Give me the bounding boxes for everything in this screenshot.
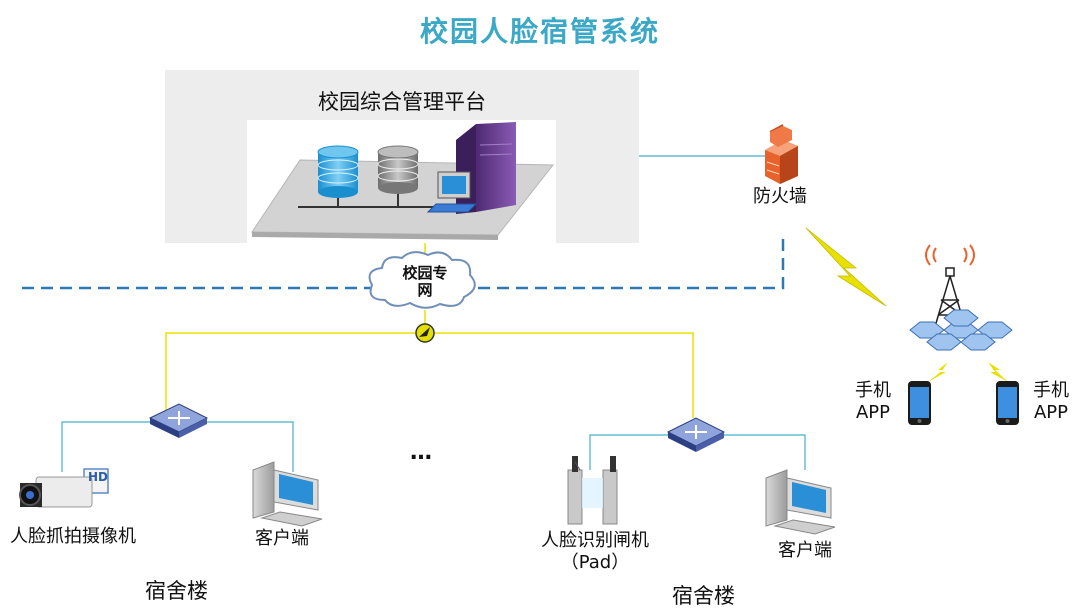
- dorm-building-label-left: 宿舍楼: [145, 579, 208, 603]
- gate-label-line1: 人脸识别闸机: [541, 530, 649, 551]
- switch-icon: [666, 417, 726, 452]
- router-switch-links: [165, 332, 694, 418]
- database-icon: [317, 145, 359, 198]
- ellipsis: …: [410, 440, 432, 465]
- page-title: 校园人脸宿管系统: [419, 15, 660, 48]
- camera-hd-badge: HD: [88, 470, 109, 484]
- cloud-icon: [368, 251, 476, 309]
- firewall-label: 防火墙: [753, 186, 807, 207]
- firewall-icon: [765, 124, 798, 184]
- campus-network-label: 校园专 网: [395, 265, 455, 299]
- dorm-building-label-right: 宿舍楼: [672, 584, 735, 608]
- database-icon: [377, 145, 419, 194]
- lightning-icon: [988, 362, 1008, 382]
- mobile-app-label-line2: APP: [1033, 402, 1069, 423]
- campus-network-label-line1: 校园专: [402, 264, 448, 282]
- platform-equipment: [251, 122, 555, 240]
- gate-label: 人脸识别闸机 （Pad）: [530, 530, 660, 574]
- cell-tower-icon: [909, 244, 1013, 351]
- phone-icon: [908, 381, 931, 425]
- dashed-boundary-line: [22, 232, 785, 290]
- mobile-app-label-left: 手机 APP: [848, 380, 898, 424]
- platform-label: 校园综合管理平台: [318, 90, 486, 114]
- lightning-icon: [928, 362, 948, 382]
- switch-icon: [148, 403, 209, 438]
- camera-icon: [19, 468, 109, 508]
- mobile-app-label-right: 手机 APP: [1026, 380, 1076, 424]
- computer-icon: [426, 171, 478, 213]
- gate-label-line2: （Pad）: [560, 552, 630, 573]
- computer-icon: [765, 469, 836, 535]
- turnstile-gate-icon: [567, 456, 618, 525]
- client-label-right: 客户端: [778, 540, 832, 561]
- phone-icon: [996, 381, 1019, 425]
- lightning-icon: [805, 227, 887, 307]
- client-label-left: 客户端: [255, 528, 309, 549]
- server-tower-icon: [456, 122, 516, 214]
- mobile-app-label-line1: 手机: [855, 380, 891, 401]
- router-icon: [415, 323, 435, 343]
- campus-network-label-line2: 网: [417, 281, 433, 299]
- camera-label: 人脸抓拍摄像机: [10, 526, 136, 547]
- mobile-app-label-line1: 手机: [1033, 380, 1069, 401]
- mobile-app-label-line2: APP: [855, 402, 891, 423]
- computer-icon: [252, 461, 323, 527]
